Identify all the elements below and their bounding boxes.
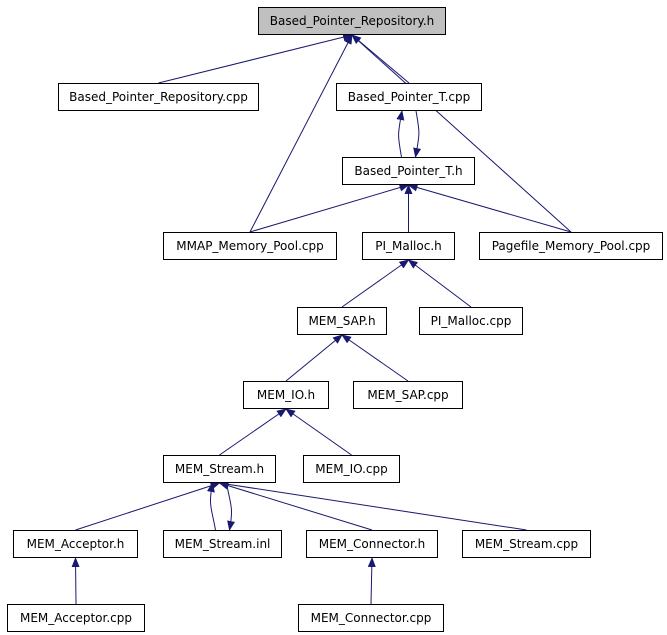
edge-pagefile_cpp-to-bpr_h	[351, 34, 572, 233]
node-pagefile-memory-pool-cpp[interactable]: Pagefile_Memory_Pool.cpp	[479, 232, 663, 260]
edge-memsap_h-to-pi_h	[341, 259, 410, 308]
node-mmap-memory-pool-cpp[interactable]: MMAP_Memory_Pool.cpp	[163, 232, 337, 260]
edge-bpt_cpp-to-bpt_h	[413, 110, 422, 158]
node-mem-sap-cpp[interactable]: MEM_SAP.cpp	[353, 381, 463, 409]
edge-mmap_cpp-to-bpr_h	[249, 34, 353, 233]
node-based-pointer-repository-h[interactable]: Based_Pointer_Repository.h	[258, 7, 446, 35]
edge-pi_cpp-to-pi_h	[407, 259, 472, 308]
edge-memstream_h-to-memstream_inl	[226, 482, 236, 531]
edge-memstream_inl-to-memstream_h	[206, 482, 216, 531]
node-mem-io-cpp[interactable]: MEM_IO.cpp	[303, 455, 400, 483]
edge-memstream_h-to-memio_h	[219, 408, 287, 456]
node-mem-sap-h[interactable]: MEM_SAP.h	[297, 307, 387, 335]
node-mem-acceptor-h[interactable]: MEM_Acceptor.h	[13, 530, 138, 558]
edge-memstream_cpp-to-memstream_h	[218, 480, 527, 531]
node-based-pointer-t-cpp[interactable]: Based_Pointer_T.cpp	[336, 83, 482, 111]
node-mem-stream-h[interactable]: MEM_Stream.h	[163, 455, 276, 483]
edge-memacc_cpp-to-memacc_h	[71, 557, 80, 605]
edge-mmap_cpp-to-bpt_h	[249, 183, 410, 233]
edge-bpt_h-to-bpt_cpp	[396, 110, 405, 158]
edge-pagefile_cpp-to-bpt_h	[407, 183, 572, 233]
node-mem-stream-cpp[interactable]: MEM_Stream.cpp	[462, 530, 591, 558]
node-pi-malloc-cpp[interactable]: PI_Malloc.cpp	[419, 307, 523, 335]
edge-memio_h-to-memsap_h	[285, 334, 343, 382]
edge-memconn_h-to-memstream_h	[218, 481, 373, 531]
node-mem-connector-h[interactable]: MEM_Connector.h	[306, 530, 438, 558]
node-pi-malloc-h[interactable]: PI_Malloc.h	[362, 232, 455, 260]
edge-bpr_cpp-to-bpr_h	[158, 33, 353, 84]
edge-memio_cpp-to-memio_h	[285, 408, 352, 456]
edge-memsap_cpp-to-memsap_h	[341, 334, 409, 382]
node-mem-io-h[interactable]: MEM_IO.h	[243, 381, 329, 409]
node-mem-connector-cpp[interactable]: MEM_Connector.cpp	[298, 604, 444, 632]
edge-memconn_cpp-to-memconn_h	[367, 557, 376, 605]
node-based-pointer-t-h[interactable]: Based_Pointer_T.h	[342, 157, 475, 185]
node-mem-acceptor-cpp[interactable]: MEM_Acceptor.cpp	[7, 604, 145, 632]
edge-memacc_h-to-memstream_h	[75, 481, 221, 531]
node-based-pointer-repository-cpp[interactable]: Based_Pointer_Repository.cpp	[58, 83, 259, 111]
node-mem-stream-inl[interactable]: MEM_Stream.inl	[163, 530, 282, 558]
